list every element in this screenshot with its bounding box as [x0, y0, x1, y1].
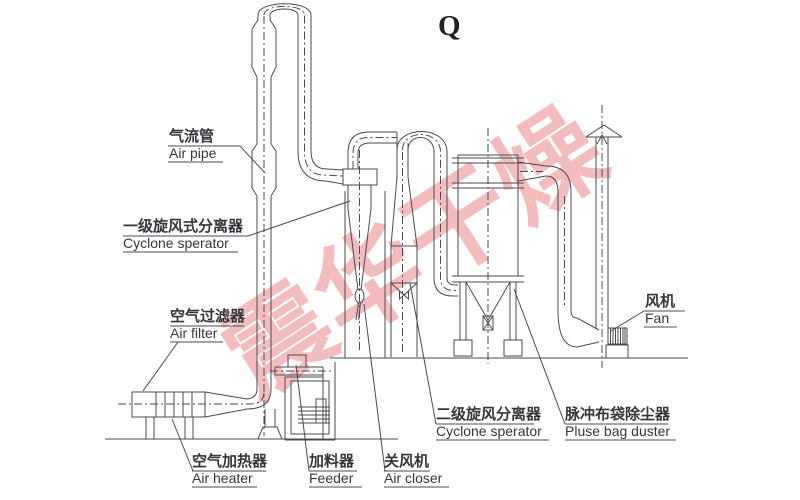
- label-air-closer: 关风机 Air closer: [384, 453, 443, 487]
- label-bag-duster: 脉冲布袋除尘器 Pluse bag duster: [565, 406, 671, 440]
- leader-lines: [123, 145, 685, 488]
- label-air-heater-cn: 空气加热器: [192, 453, 268, 470]
- label-air-pipe: 气流管 Air pipe: [169, 128, 217, 162]
- bag-duster: [452, 128, 600, 364]
- label-bag-duster-cn: 脉冲布袋除尘器: [565, 406, 671, 423]
- label-cyclone-1-cn: 一级旋风式分离器: [123, 218, 244, 235]
- label-feeder: 加料器 Feeder: [309, 453, 355, 487]
- label-cyclone-2-en: Cyclone sperator: [436, 423, 542, 439]
- label-air-closer-en: Air closer: [384, 470, 443, 486]
- label-cyclone-2-cn: 二级旋风分离器: [436, 406, 542, 423]
- label-feeder-cn: 加料器: [309, 453, 355, 470]
- riser-u-bend: [257, 3, 344, 185]
- label-air-heater: 空气加热器 Air heater: [192, 453, 268, 487]
- label-cyclone-1-en: Cyclone sperator: [123, 235, 229, 251]
- label-air-filter-en: Air filter: [170, 325, 218, 341]
- label-cyclone-1: 一级旋风式分离器 Cyclone sperator: [123, 218, 244, 252]
- label-bag-duster-en: Pluse bag duster: [565, 423, 671, 439]
- label-air-filter-cn: 空气过滤器: [170, 308, 246, 325]
- label-air-closer-cn: 关风机: [384, 453, 430, 470]
- cyclone-separator-2: [390, 131, 458, 357]
- feeder-unit: [270, 354, 336, 441]
- label-air-filter: 空气过滤器 Air filter: [170, 308, 246, 342]
- label-fan-en: Fan: [645, 310, 670, 326]
- label-cyclone-2: 二级旋风分离器 Cyclone sperator: [436, 406, 542, 440]
- fan-unit: [605, 327, 629, 359]
- exhaust-stack: [585, 105, 623, 368]
- label-air-heater-en: Air heater: [192, 470, 253, 486]
- cyclone-separator-1: [342, 131, 397, 358]
- air-filter-heater-unit: [118, 388, 283, 440]
- label-air-pipe-cn: 气流管: [169, 128, 215, 145]
- page-title: Q: [438, 10, 461, 42]
- label-fan: 风机 Fan: [645, 293, 676, 327]
- label-fan-cn: 风机: [645, 293, 676, 310]
- label-air-pipe-en: Air pipe: [169, 145, 217, 161]
- air-pipe-riser: [251, 15, 277, 436]
- label-feeder-en: Feeder: [309, 470, 354, 486]
